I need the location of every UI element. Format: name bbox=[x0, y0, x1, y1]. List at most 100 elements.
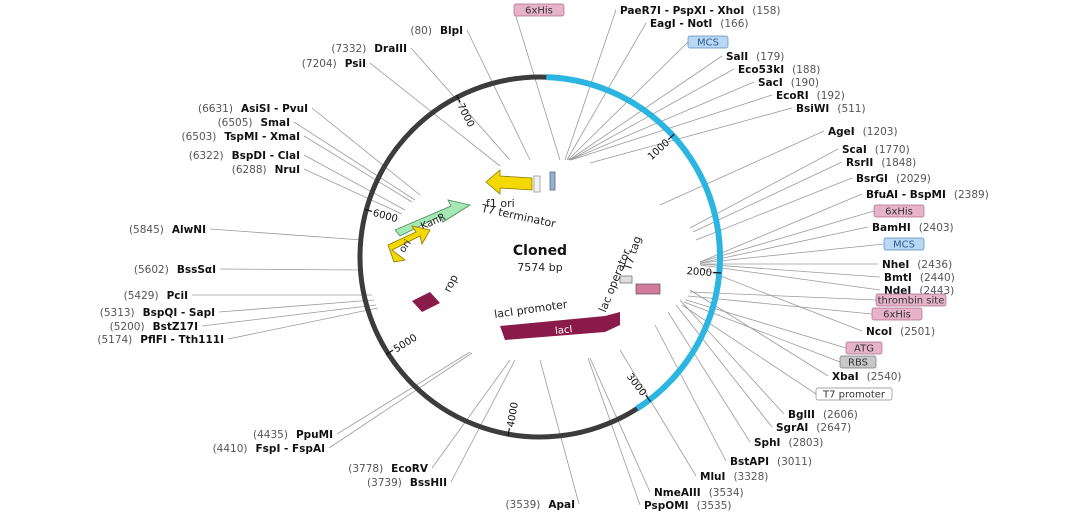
enzyme-name: BfuAI - BspMI bbox=[866, 189, 946, 201]
feature-tag-text: ATG bbox=[854, 344, 874, 355]
site-label: PspOMI(3535) bbox=[644, 500, 731, 512]
f1-ori-tail bbox=[533, 175, 541, 193]
cut-position: (5200) bbox=[110, 321, 145, 333]
tick-label: 1000 bbox=[646, 137, 672, 162]
enzyme-name: SphI bbox=[754, 437, 780, 449]
site-label: NheI(2436) bbox=[882, 259, 952, 271]
feature-tag: MCS bbox=[687, 35, 729, 49]
cut-position: (166) bbox=[720, 18, 748, 30]
site-label: BglII(2606) bbox=[788, 409, 858, 421]
ori-arrow bbox=[387, 225, 431, 263]
site-label: PaeR7I - PspXI - XhoI(158) bbox=[620, 5, 780, 17]
leader-line bbox=[311, 107, 421, 196]
leader-line bbox=[699, 243, 885, 264]
leader-lines bbox=[192, 9, 885, 506]
enzyme-name: PciI bbox=[167, 290, 188, 302]
enzyme-name: BsiWI bbox=[796, 103, 829, 115]
leader-line bbox=[431, 359, 511, 469]
site-label: (5200) BstZ17I bbox=[110, 321, 198, 333]
f1-ori-label: f1 ori bbox=[486, 197, 515, 210]
his-thrombin-block bbox=[635, 283, 661, 295]
enzyme-name: SgrAI bbox=[776, 422, 808, 434]
enzyme-name: ScaI bbox=[842, 144, 867, 156]
leader-line bbox=[675, 304, 773, 428]
enzyme-name: PflFI - Tth111I bbox=[140, 334, 224, 346]
enzyme-name: BamHI bbox=[872, 222, 911, 234]
enzyme-name: ApaI bbox=[548, 499, 575, 511]
cut-position: (188) bbox=[792, 64, 820, 76]
leader-line bbox=[218, 299, 375, 313]
enzyme-name: BssSαI bbox=[177, 264, 216, 276]
tick-label: 3000 bbox=[624, 372, 648, 399]
tick-mark bbox=[507, 428, 511, 437]
site-label: (5313)BspQI - SapI bbox=[100, 307, 215, 319]
enzyme-name: BssHII bbox=[410, 477, 447, 489]
site-label: BmtI(2440) bbox=[884, 272, 955, 284]
enzyme-name: BspQI - SapI bbox=[143, 307, 215, 319]
feature-tag-box bbox=[815, 387, 893, 401]
rop-arrow bbox=[412, 292, 440, 312]
cut-position: (2389) bbox=[954, 189, 989, 201]
site-label: NmeAIII (3534) bbox=[654, 487, 744, 499]
leader-line bbox=[699, 267, 863, 332]
tick-mark bbox=[456, 94, 461, 103]
feature-tag: 6xHis bbox=[871, 307, 923, 321]
enzyme-name: BmtI bbox=[884, 272, 912, 284]
leader-line bbox=[410, 47, 511, 161]
enzyme-name: AgeI bbox=[828, 126, 855, 138]
site-label: BamHI (2403) bbox=[872, 222, 954, 234]
site-label: (6288)NruI bbox=[232, 164, 300, 176]
site-label: EcoRI(192) bbox=[776, 90, 845, 102]
cut-position: (3539) bbox=[505, 499, 540, 511]
tick-label: 7000 bbox=[455, 102, 476, 130]
leader-line bbox=[695, 177, 853, 241]
leader-line bbox=[699, 264, 881, 291]
enzyme-name: BstAPI bbox=[730, 456, 769, 468]
feature-tag-text: 6xHis bbox=[883, 310, 911, 321]
cut-position: (2436) bbox=[917, 259, 952, 271]
enzyme-name: BstZ17I bbox=[153, 321, 198, 333]
leader-line bbox=[699, 226, 869, 264]
site-label: (4435)PpuMI bbox=[253, 429, 333, 441]
site-label: XbaI (2540) bbox=[832, 371, 902, 383]
enzyme-name: NmeAIII bbox=[654, 487, 701, 499]
plasmid-name: Cloned bbox=[513, 243, 567, 259]
cut-position: (2606) bbox=[823, 409, 858, 421]
leader-line bbox=[293, 121, 416, 201]
tick-mark bbox=[645, 394, 652, 402]
enzyme-name: EcoRV bbox=[391, 463, 429, 475]
cut-position: (2540) bbox=[867, 371, 902, 383]
feature-tag: 6xHis bbox=[873, 204, 925, 218]
site-label: (6322)BspDI - ClaI bbox=[189, 150, 300, 162]
leader-line bbox=[689, 291, 877, 301]
cut-position: (6288) bbox=[232, 164, 267, 176]
enzyme-name: NcoI bbox=[866, 326, 892, 338]
site-label: NcoI(2501) bbox=[866, 326, 935, 338]
cut-position: (4435) bbox=[253, 429, 288, 441]
feature-tag-box bbox=[845, 341, 883, 355]
cut-position: (6503) bbox=[181, 131, 216, 143]
site-label: SacI(190) bbox=[758, 77, 819, 89]
enzyme-name: Eco53kI bbox=[738, 64, 784, 76]
enzyme-name: XbaI bbox=[832, 371, 859, 383]
cut-position: (2403) bbox=[919, 222, 954, 234]
leader-line bbox=[227, 307, 379, 340]
leader-line bbox=[699, 263, 881, 278]
tick-label: 2000 bbox=[686, 266, 712, 279]
lac-operator-block bbox=[619, 275, 633, 284]
tick-mark bbox=[364, 208, 373, 212]
site-label: Eco53kI (188) bbox=[738, 64, 820, 76]
leader-line bbox=[587, 357, 641, 506]
laci-arrow bbox=[500, 312, 620, 340]
site-label: (3539) ApaI bbox=[505, 499, 575, 511]
feature-tag-box bbox=[875, 293, 947, 307]
feature-tag: MCS bbox=[883, 237, 925, 251]
cut-position: (3534) bbox=[709, 487, 744, 499]
leader-line bbox=[619, 349, 697, 477]
leader-line bbox=[369, 62, 501, 167]
leader-line bbox=[687, 295, 873, 315]
site-label: (7332)DraIII bbox=[331, 43, 407, 55]
cut-position: (6631) bbox=[198, 103, 233, 115]
enzyme-name: SacI bbox=[758, 77, 783, 89]
plasmid-size: 7574 bp bbox=[517, 261, 562, 274]
